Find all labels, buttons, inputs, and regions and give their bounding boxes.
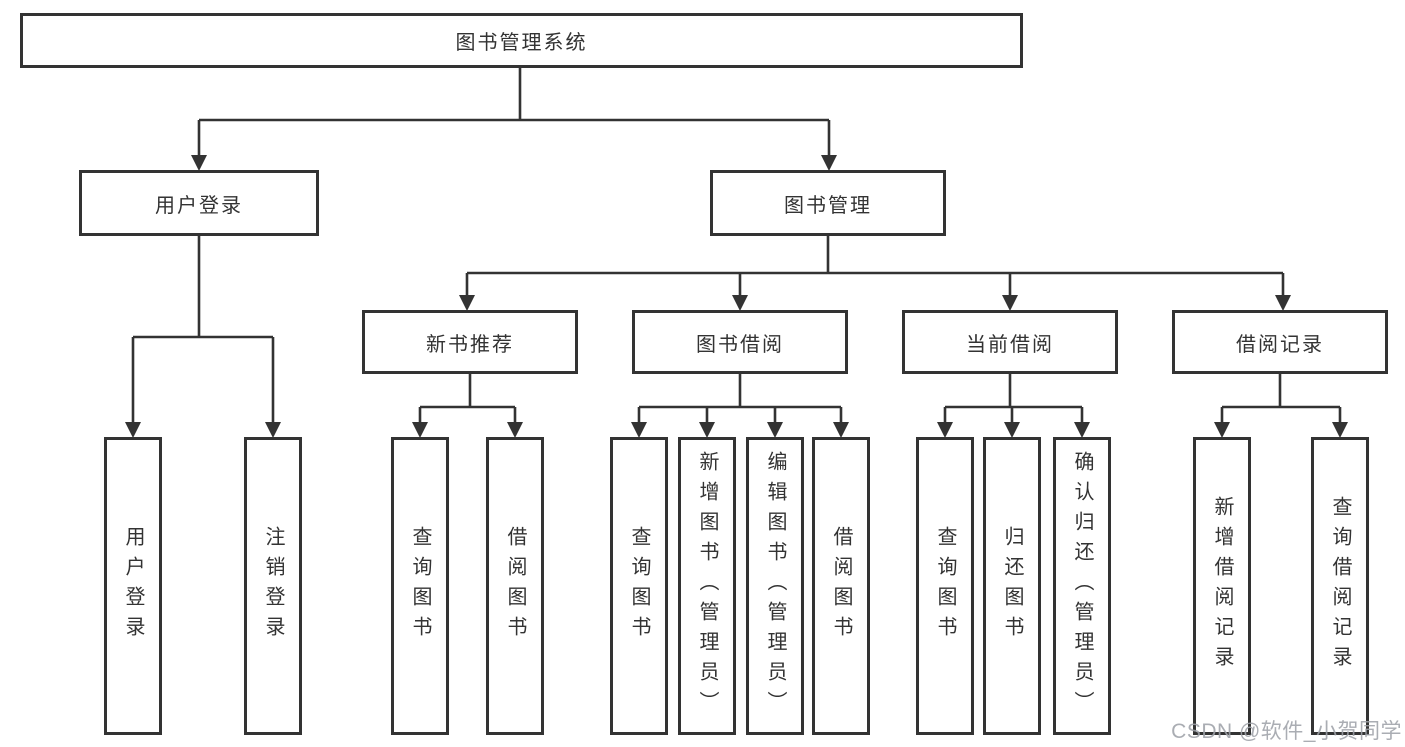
leaf-confirm-return-admin-label: 确认归还（管理员） [1071, 451, 1093, 721]
leaf-borrow-books-recommend: 借阅图书 [486, 437, 544, 735]
leaf-query-borrow-record: 查询借阅记录 [1311, 437, 1369, 735]
leaf-add-borrow-record-label: 新增借阅记录 [1211, 496, 1233, 676]
leaf-query-books-current-label: 查询图书 [934, 526, 956, 646]
node-book-management-label: 图书管理 [784, 194, 872, 217]
node-book-management: 图书管理 [710, 170, 946, 236]
node-user-login-label: 用户登录 [155, 194, 243, 217]
node-current-borrow-label: 当前借阅 [966, 333, 1054, 356]
leaf-borrow-books-label: 借阅图书 [830, 526, 852, 646]
node-new-book-recommend-label: 新书推荐 [426, 333, 514, 356]
leaf-borrow-books-recommend-label: 借阅图书 [504, 526, 526, 646]
leaf-borrow-books: 借阅图书 [812, 437, 870, 735]
node-root: 图书管理系统 [20, 13, 1023, 68]
leaf-query-books-recommend: 查询图书 [391, 437, 449, 735]
leaf-logout-label: 注销登录 [262, 526, 284, 646]
leaf-edit-book-admin-label: 编辑图书（管理员） [764, 451, 786, 721]
node-book-borrow: 图书借阅 [632, 310, 848, 374]
leaf-user-login: 用户登录 [104, 437, 162, 735]
leaf-confirm-return-admin: 确认归还（管理员） [1053, 437, 1111, 735]
leaf-logout: 注销登录 [244, 437, 302, 735]
leaf-query-borrow-record-label: 查询借阅记录 [1329, 496, 1351, 676]
leaf-add-book-admin-label: 新增图书（管理员） [696, 451, 718, 721]
node-root-label: 图书管理系统 [455, 32, 588, 54]
leaf-add-borrow-record: 新增借阅记录 [1193, 437, 1251, 735]
leaf-query-books-recommend-label: 查询图书 [409, 526, 431, 646]
leaf-add-book-admin: 新增图书（管理员） [678, 437, 736, 735]
leaf-return-books-label: 归还图书 [1001, 526, 1023, 646]
leaf-query-books-borrow-label: 查询图书 [628, 526, 650, 646]
node-borrow-records-label: 借阅记录 [1236, 333, 1324, 356]
node-book-borrow-label: 图书借阅 [696, 333, 784, 356]
node-user-login: 用户登录 [79, 170, 319, 236]
leaf-edit-book-admin: 编辑图书（管理员） [746, 437, 804, 735]
leaf-query-books-borrow: 查询图书 [610, 437, 668, 735]
node-current-borrow: 当前借阅 [902, 310, 1118, 374]
node-borrow-records: 借阅记录 [1172, 310, 1388, 374]
leaf-user-login-label: 用户登录 [122, 526, 144, 646]
leaf-return-books: 归还图书 [983, 437, 1041, 735]
node-new-book-recommend: 新书推荐 [362, 310, 578, 374]
leaf-query-books-current: 查询图书 [916, 437, 974, 735]
